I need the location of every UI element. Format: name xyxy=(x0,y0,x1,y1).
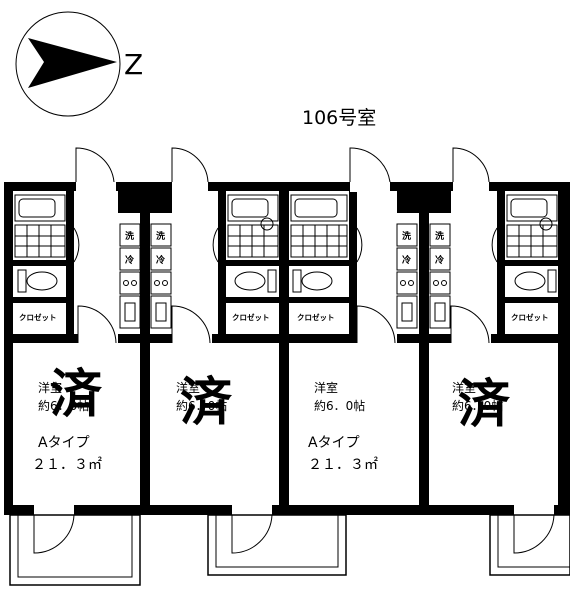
room-name: 洋室 xyxy=(176,380,200,395)
room-name: 洋室 xyxy=(38,380,62,395)
appliance-labels: 洗 冷 洗 冷 洗 冷 洗 冷 xyxy=(125,230,444,266)
balconies xyxy=(9,514,570,586)
occupied-stamp: 済 xyxy=(50,364,103,425)
fridge-label: 冷 xyxy=(435,254,444,266)
bathroom-floor-tiles xyxy=(14,224,66,258)
toilet-icon xyxy=(514,269,557,293)
room-size: 約6．0帖 xyxy=(38,398,89,413)
closet-label: クロゼット xyxy=(19,312,57,322)
washer-label: 洗 xyxy=(125,230,134,242)
unit-1: 洋室 約6．0帖 Aタイプ ２１．３㎡ 済 xyxy=(32,364,103,473)
fridge-label: 冷 xyxy=(402,254,411,266)
room-size: 約6．0帖 xyxy=(176,398,227,413)
entrance-doors xyxy=(75,147,490,183)
compass-letter: Z xyxy=(124,48,143,81)
openings xyxy=(34,181,554,516)
room-number-title: 106号室 xyxy=(302,107,376,129)
toilet-icons xyxy=(17,269,557,293)
occupied-stamp: 済 xyxy=(180,372,233,433)
north-arrow-icon xyxy=(28,38,117,88)
occupied-stamp: 済 xyxy=(458,374,511,435)
closet-labels: クロゼット クロゼット クロゼット クロゼット xyxy=(19,312,549,322)
room-size: 約6．0帖 xyxy=(452,398,503,413)
closet-label: クロゼット xyxy=(232,312,270,322)
compass: Z xyxy=(15,11,143,117)
fridge-label: 冷 xyxy=(125,254,134,266)
room-size: 約6．0帖 xyxy=(314,398,365,413)
unit-area: ２１．３㎡ xyxy=(32,457,102,473)
closet-label: クロゼット xyxy=(297,312,335,322)
unit-type: Aタイプ xyxy=(38,435,90,451)
fridge-label: 冷 xyxy=(156,254,165,266)
washer-label: 洗 xyxy=(402,230,411,242)
room-name: 洋室 xyxy=(452,380,476,395)
closet-label: クロゼット xyxy=(511,312,549,322)
unit-2: 洋室 約6．0帖 済 xyxy=(176,372,233,433)
washer-label: 洗 xyxy=(156,230,165,242)
toilet-icon xyxy=(17,269,58,293)
unit-4: 洋室 約6．0帖 済 xyxy=(452,374,511,435)
unit-type: Aタイプ xyxy=(308,435,360,451)
walls xyxy=(4,182,570,515)
room-name: 洋室 xyxy=(314,380,338,395)
bathtub-icon xyxy=(14,194,66,222)
unit-area: ２１．３㎡ xyxy=(308,457,378,473)
toilet-icon xyxy=(234,269,277,293)
corridor-appliances xyxy=(119,223,451,329)
toilet-icon xyxy=(292,269,333,293)
unit-3: 洋室 約6．0帖 Aタイプ ２１．３㎡ xyxy=(308,380,378,473)
bath-fixtures xyxy=(14,194,558,258)
room-doors xyxy=(73,227,498,344)
washer-label: 洗 xyxy=(435,230,444,242)
